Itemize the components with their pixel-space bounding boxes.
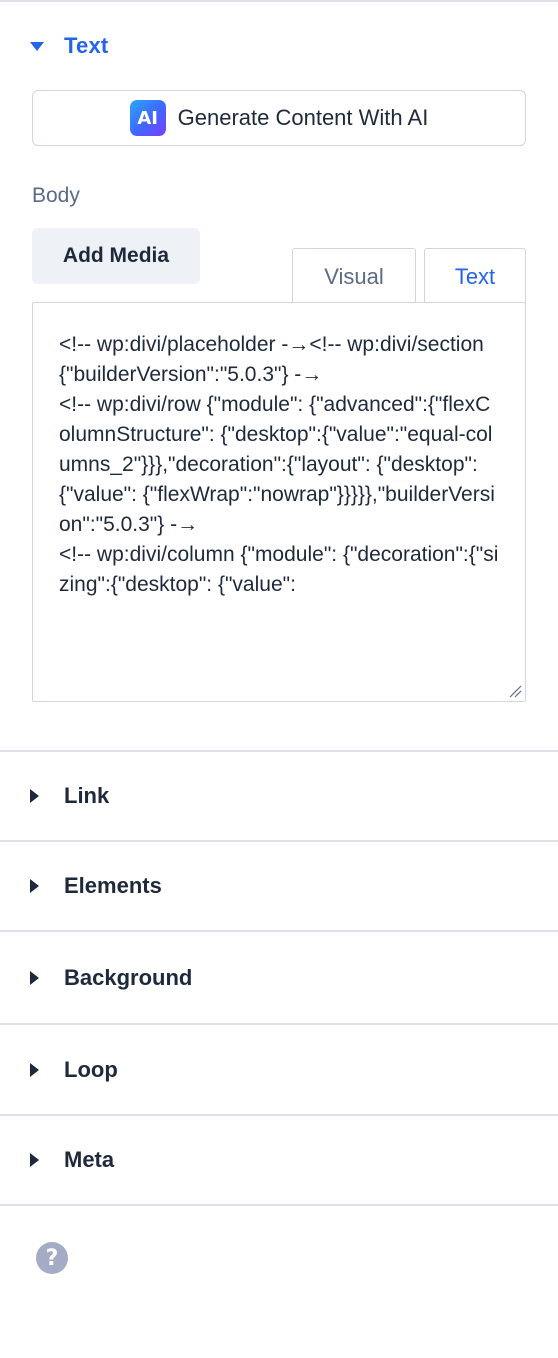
section-header-link[interactable]: Link: [30, 780, 109, 812]
section-header-loop[interactable]: Loop: [30, 1054, 118, 1086]
ai-badge-icon: AI: [129, 100, 166, 136]
generate-content-ai-button[interactable]: AI Generate Content With AI: [32, 90, 526, 146]
section-header-text[interactable]: Text: [30, 30, 108, 62]
section-header-elements[interactable]: Elements: [30, 870, 162, 902]
caret-right-icon: [30, 879, 39, 893]
section-divider: [0, 1204, 558, 1206]
resize-handle-icon[interactable]: [508, 684, 522, 698]
section-title-link: Link: [64, 783, 110, 808]
caret-right-icon: [30, 1063, 39, 1077]
body-field-label: Body: [32, 184, 80, 207]
section-title-meta: Meta: [64, 1147, 115, 1172]
section-divider: [0, 840, 558, 842]
caret-right-icon: [30, 971, 39, 985]
section-divider: [0, 750, 558, 752]
section-divider: [0, 1114, 558, 1116]
ai-button-label: Generate Content With AI: [177, 105, 429, 130]
tab-visual[interactable]: Visual: [292, 248, 416, 304]
caret-right-icon: [30, 789, 39, 803]
section-title-background: Background: [64, 965, 193, 990]
section-title-text: Text: [64, 33, 109, 58]
section-header-meta[interactable]: Meta: [30, 1144, 114, 1176]
editor-content[interactable]: <!-- wp:divi/placeholder -→<!-- wp:divi/…: [59, 333, 499, 596]
section-title-loop: Loop: [64, 1057, 118, 1082]
top-divider: [0, 0, 558, 2]
section-divider: [0, 1023, 558, 1025]
caret-right-icon: [30, 1153, 39, 1167]
tab-text[interactable]: Text: [424, 248, 526, 304]
section-divider: [0, 930, 558, 932]
add-media-button[interactable]: Add Media: [32, 228, 200, 284]
body-text-editor[interactable]: <!-- wp:divi/placeholder -→<!-- wp:divi/…: [32, 302, 526, 702]
section-header-background[interactable]: Background: [30, 962, 192, 994]
caret-down-icon: [30, 41, 44, 51]
section-title-elements: Elements: [64, 873, 162, 898]
question-circle-icon[interactable]: ?: [36, 1242, 68, 1274]
